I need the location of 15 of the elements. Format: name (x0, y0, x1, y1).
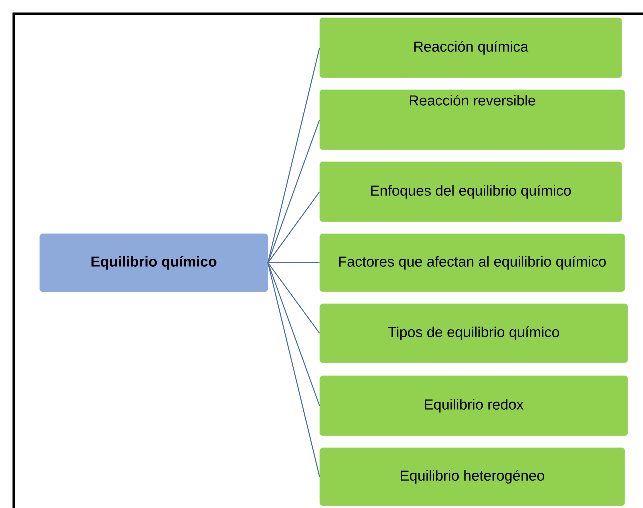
connector-line (268, 262, 320, 264)
subtopic-box: Reacción reversible (320, 90, 626, 150)
connector-line (268, 262, 320, 478)
connector-line (268, 48, 320, 264)
subtopic-box: Tipos de equilibrio químico (320, 304, 628, 364)
subtopic-box: Equilibrio redox (320, 376, 628, 436)
connector-line (268, 262, 320, 406)
subtopic-box: Enfoques del equilibrio químico (320, 162, 622, 222)
connector-line (268, 192, 320, 264)
connector-line (268, 262, 320, 334)
subtopic-box: Reacción química (320, 18, 622, 78)
connector-line (268, 120, 320, 264)
subtopic-box: Factores que afectan al equilibrio químico (320, 234, 626, 292)
topic-box: Equilibrio químico (40, 234, 268, 292)
subtopic-box: Equilibrio heterogéneo (320, 448, 626, 506)
